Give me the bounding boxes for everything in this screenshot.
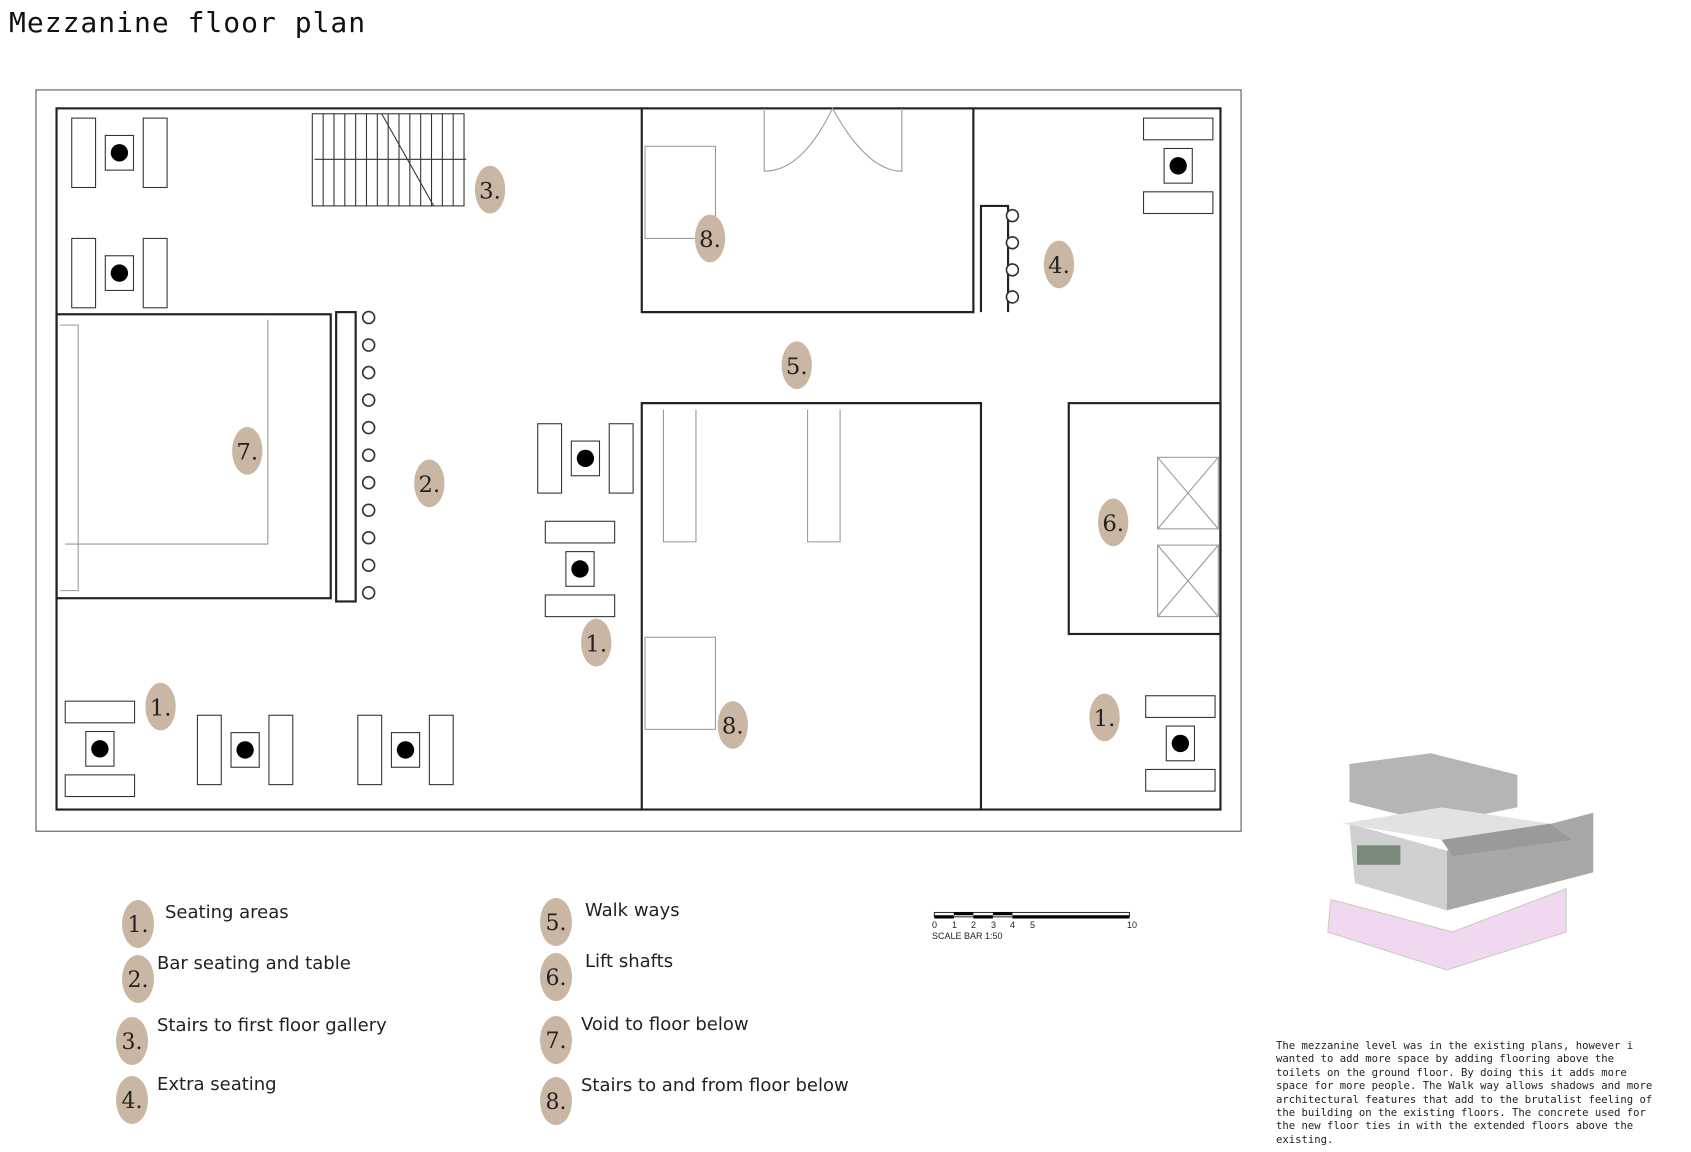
legend-marker: 8. xyxy=(540,1077,572,1125)
scale-tick: 5 xyxy=(1030,920,1036,930)
legend-label: Walk ways xyxy=(585,900,680,921)
bar-stool xyxy=(361,586,376,600)
plan-marker: 1. xyxy=(581,618,612,667)
bar-stool xyxy=(361,365,376,380)
plan-marker: 5. xyxy=(781,341,812,390)
scale-tick: 10 xyxy=(1127,920,1138,930)
scale-bar xyxy=(933,911,1130,919)
sofa-set xyxy=(537,423,634,494)
scale-tick: 0 xyxy=(932,920,938,930)
scale-tick: 1 xyxy=(952,920,958,930)
plan-marker-number: 1. xyxy=(150,695,172,721)
sofa-set xyxy=(544,520,616,618)
plan-marker-number: 8. xyxy=(699,227,721,253)
plan-markers: 3. 8. 4. 5. 7. 2. 6. 1. 1. 8. 1. xyxy=(145,165,1129,749)
page-title: Mezzanine floor plan xyxy=(9,6,367,39)
scale-bar-label: SCALE BAR 1:50 xyxy=(932,931,1003,941)
plan-marker-number: 7. xyxy=(236,439,258,465)
description-text: The mezzanine level was in the existing … xyxy=(1276,1040,1653,1146)
plan-marker-number: 1. xyxy=(585,631,607,657)
plan-marker-number: 2. xyxy=(418,472,440,498)
plan-marker-number: 4. xyxy=(1048,253,1070,279)
legend-label: Stairs to first floor gallery xyxy=(157,1015,387,1036)
plan-marker: 4. xyxy=(1043,240,1075,289)
sofa-set xyxy=(64,700,136,798)
plan-marker: 2. xyxy=(414,459,445,508)
detail-lines xyxy=(59,107,1219,730)
bar-stool xyxy=(361,448,376,462)
bar-stool xyxy=(361,420,376,435)
sofa-set xyxy=(71,237,168,309)
plan-marker: 8. xyxy=(694,214,726,263)
plan-marker: 6. xyxy=(1098,498,1129,547)
outer-wall xyxy=(35,89,1242,832)
bar-stool xyxy=(1005,208,1020,223)
sofa-set xyxy=(357,714,454,786)
sofa-set xyxy=(1145,695,1216,792)
lift-enclosure xyxy=(1067,402,1222,636)
bar-counter xyxy=(335,311,357,603)
legend-marker: 3. xyxy=(116,1017,148,1065)
sofa-set xyxy=(71,117,168,189)
legend-label: Stairs to and from floor below xyxy=(581,1075,849,1096)
plan-marker: 3. xyxy=(474,165,506,214)
plan-marker-number: 5. xyxy=(786,354,808,380)
inner-wall xyxy=(55,107,1222,811)
scale-tick: 2 xyxy=(971,920,977,930)
upper-room-walls xyxy=(640,108,1010,314)
sofa-set xyxy=(196,714,294,786)
plan-marker: 8. xyxy=(717,701,748,749)
bar-stool xyxy=(361,503,376,517)
stairs-to-gallery xyxy=(311,113,467,207)
sofa-seating-sets xyxy=(64,117,1216,798)
plan-marker-number: 1. xyxy=(1094,706,1116,732)
3d-render xyxy=(1327,753,1594,971)
bar-stool xyxy=(1005,290,1020,304)
bar-stool xyxy=(1005,235,1020,250)
sofa-set xyxy=(1142,117,1214,215)
plan-marker: 7. xyxy=(232,426,263,475)
bar-stool xyxy=(1005,263,1020,277)
legend-label: Bar seating and table xyxy=(157,953,351,974)
legend-marker: 5. xyxy=(540,898,572,946)
plan-marker-number: 8. xyxy=(722,714,744,740)
legend-label: Seating areas xyxy=(165,902,289,923)
bar-stool xyxy=(361,475,376,490)
legend-marker: 2. xyxy=(122,955,154,1003)
legend-marker: 4. xyxy=(116,1076,148,1124)
plan-marker-number: 3. xyxy=(479,178,501,204)
scale-tick: 4 xyxy=(1010,920,1016,930)
legend-label: Lift shafts xyxy=(585,951,674,972)
legend-label: Void to floor below xyxy=(581,1014,749,1035)
scale-tick: 3 xyxy=(991,920,997,930)
legend-marker: 6. xyxy=(540,953,572,1001)
plan-marker-number: 6. xyxy=(1102,511,1124,537)
void-area xyxy=(55,313,332,600)
legend-marker: 1. xyxy=(122,900,154,948)
bar-stool xyxy=(361,393,376,407)
bar-stool xyxy=(361,338,376,352)
bar-stool xyxy=(361,558,376,573)
plan-marker: 1. xyxy=(1089,693,1120,742)
central-room-walls xyxy=(640,402,983,810)
legend-label: Extra seating xyxy=(157,1074,277,1095)
legend-marker: 7. xyxy=(540,1016,572,1064)
bar-stools xyxy=(361,208,1020,600)
bar-stool xyxy=(361,530,376,545)
bar-stool xyxy=(361,310,376,325)
plan-marker: 1. xyxy=(145,682,176,731)
